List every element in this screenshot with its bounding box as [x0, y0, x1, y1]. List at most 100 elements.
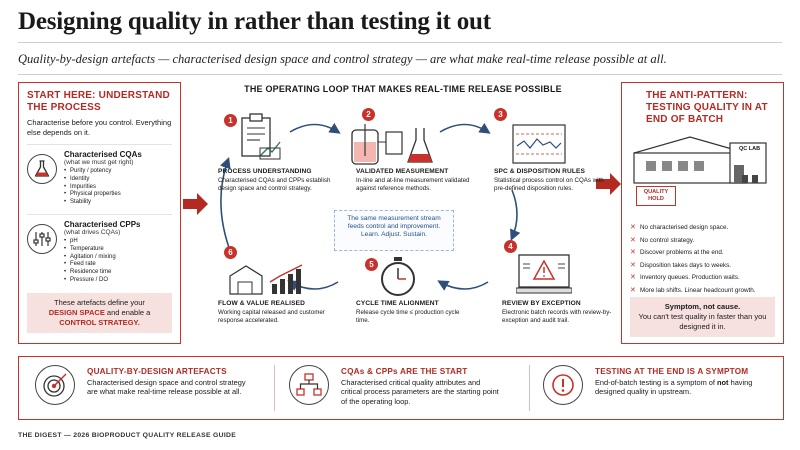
left-panel-heading: START HERE: UNDERSTAND THE PROCESS — [27, 90, 170, 113]
list-item: ✕More lab shifts. Linear headcount growt… — [630, 287, 775, 295]
target-icon — [35, 365, 75, 405]
list-item: Identity — [64, 176, 142, 184]
takeaway-cqas-cpps: CQAs & CPPs ARE THE START Characterised … — [289, 363, 519, 413]
alert-icon — [543, 365, 583, 405]
anti-pattern-panel: THE ANTI-PATTERN: TESTING QUALITY IN AT … — [621, 82, 784, 344]
callout-text-mid: and enable a — [106, 307, 151, 317]
step-3-number: 3 — [494, 108, 507, 121]
step-6-number: 6 — [224, 246, 237, 259]
right-panel-heading: THE ANTI-PATTERN: TESTING QUALITY IN AT … — [646, 90, 768, 125]
takeaway-qbd: QUALITY-BY-DESIGN ARTEFACTS Characterise… — [35, 363, 265, 413]
step-3: SPC & DISPOSITION RULES Statistical proc… — [494, 168, 612, 192]
step-2: VALIDATED MEASUREMENT In-line and at-lin… — [356, 168, 474, 192]
subtitle-rule — [18, 74, 782, 75]
takeaway-cqas-text: Characterised critical quality attribute… — [341, 378, 499, 406]
list-item: Residence time — [64, 269, 140, 277]
text-post: having designed quality in upstream. — [595, 378, 753, 397]
list-item-text: No characterised design space. — [640, 224, 729, 231]
step-1-title: PROCESS UNDERSTANDING — [218, 168, 312, 175]
step-1-number: 1 — [224, 114, 237, 127]
list-item: Agitation / mixing — [64, 254, 140, 262]
symptom-callout: Symptom, not cause. You can't test quali… — [630, 297, 775, 337]
list-item: Pressure / DO — [64, 277, 140, 285]
cpps-block: Characterised CPPs (what drives CQAs) pH… — [27, 213, 172, 285]
flowchart-icon — [289, 365, 329, 405]
step-4-number: 4 — [504, 240, 517, 253]
takeaway-symptom: TESTING AT THE END IS A SYMPTOM End-of-b… — [543, 363, 773, 413]
callout-text-pre: These artefacts define your — [54, 297, 145, 307]
list-item: Stability — [64, 199, 142, 207]
list-item-text: More lab shifts. Linear headcount growth… — [640, 286, 756, 294]
design-space-callout: These artefacts define your DESIGN SPACE… — [27, 292, 172, 333]
list-item: ✕ No characterised design space. — [630, 224, 775, 232]
cqas-list: Purity / potency Identity Impurities Phy… — [64, 168, 142, 207]
title-rule — [18, 42, 782, 43]
page-title: Designing quality in rather than testing… — [18, 8, 491, 35]
step-1: PROCESS UNDERSTANDING Characterised CQAs… — [218, 168, 336, 192]
list-item-text: No control strategy. — [640, 236, 695, 244]
step-3-text: Statistical process control on CQAs with… — [494, 176, 604, 192]
step-5-title: CYCLE TIME ALIGNMENT — [356, 300, 439, 307]
step-5-number: 5 — [365, 258, 378, 271]
takeaway-symptom-text: End-of-batch testing is a symptom of not… — [595, 378, 757, 397]
x-icon: ✕ — [630, 249, 636, 256]
symptom-title: Symptom, not cause. — [664, 302, 741, 311]
cpps-subtitle: (what drives CQAs) — [64, 228, 121, 236]
step-4-text: Electronic batch records with review-by-… — [502, 308, 612, 324]
divider — [529, 365, 530, 411]
control-strategy-term: CONTROL STRATEGY. — [59, 317, 140, 327]
list-item: Impurities — [64, 184, 142, 192]
bioreactor-icon — [351, 124, 433, 165]
list-item: ✕ Disposition takes days to weeks. — [630, 262, 775, 270]
step-2-text: In-line and at-line measurement validate… — [356, 176, 470, 192]
qc-lab-label: QC LAB — [737, 146, 763, 152]
footer-credit: THE DIGEST — 2026 BIOPRODUCT QUALITY REL… — [18, 432, 237, 439]
list-item: Physical properties — [64, 191, 142, 199]
page-subtitle: Quality-by-design artefacts — characteri… — [18, 52, 667, 66]
step-6-title: FLOW & VALUE REALISED — [218, 300, 305, 307]
input-arrow-icon — [183, 193, 208, 215]
list-item: Feed rate — [64, 261, 140, 269]
takeaway-qbd-text: Characterised design space and control s… — [87, 378, 246, 397]
loop-title: THE OPERATING LOOP THAT MAKES REAL-TIME … — [244, 84, 562, 94]
step-2-number: 2 — [362, 108, 375, 121]
step-2-title: VALIDATED MEASUREMENT — [356, 168, 449, 175]
symptom-text: You can't test quality in faster than yo… — [638, 312, 767, 331]
list-item-text: Disposition takes days to weeks. — [640, 261, 731, 269]
cqas-block: Characterised CQAs (what we must get rig… — [27, 144, 172, 207]
quality-hold-tag: QUALITY HOLD — [636, 186, 676, 206]
feedback-callout: The same measurement stream feeds contro… — [334, 210, 454, 251]
text-emphasis: not — [717, 378, 729, 387]
list-item: Temperature — [64, 246, 140, 254]
list-item: ✕ No control strategy. — [630, 237, 775, 245]
stopwatch-icon — [381, 257, 415, 296]
anti-pattern-arrow-icon — [596, 173, 621, 195]
x-icon: ✕ — [630, 261, 636, 269]
warehouse-growth-icon — [229, 264, 303, 295]
cpps-title: Characterised CPPs — [64, 219, 141, 229]
takeaway-qbd-title: QUALITY-BY-DESIGN ARTEFACTS — [87, 367, 227, 376]
list-item: ✕Inventory queues. Production waits. — [630, 274, 775, 282]
step-6-text: Working capital released and customer re… — [218, 308, 325, 324]
cpps-list: pH Temperature Agitation / mixing Feed r… — [64, 238, 140, 285]
list-item-text: Inventory queues. Production waits. — [640, 274, 740, 281]
takeaway-symptom-title: TESTING AT THE END IS A SYMPTOM — [595, 367, 749, 376]
design-space-term: DESIGN SPACE — [48, 307, 105, 317]
cqas-title: Characterised CQAs — [64, 150, 142, 159]
x-icon: ✕ — [630, 224, 636, 231]
sliders-icon — [27, 223, 57, 254]
step-4: REVIEW BY EXCEPTION Electronic batch rec… — [502, 300, 620, 324]
flask-icon — [27, 154, 57, 184]
anti-pattern-list: ✕ No characterised design space. ✕ No cont… — [630, 224, 775, 295]
key-takeaways-strip: QUALITY-BY-DESIGN ARTEFACTS Characterise… — [18, 356, 784, 420]
step-5: CYCLE TIME ALIGNMENT Release cycle time … — [356, 300, 474, 324]
text-pre: End-of-batch testing is a symptom of — [595, 378, 715, 387]
list-item: pH — [64, 238, 140, 246]
list-item: ✕ Discover problems at the end. — [630, 249, 775, 257]
x-icon: ✕ — [630, 236, 636, 244]
step-4-title: REVIEW BY EXCEPTION — [502, 300, 581, 307]
list-item-text: Discover problems at the end. — [640, 249, 724, 256]
step-5-text: Release cycle time ≤ production cycle ti… — [356, 308, 460, 324]
left-panel-intro: Characterise before you control. Everyth… — [27, 118, 172, 137]
